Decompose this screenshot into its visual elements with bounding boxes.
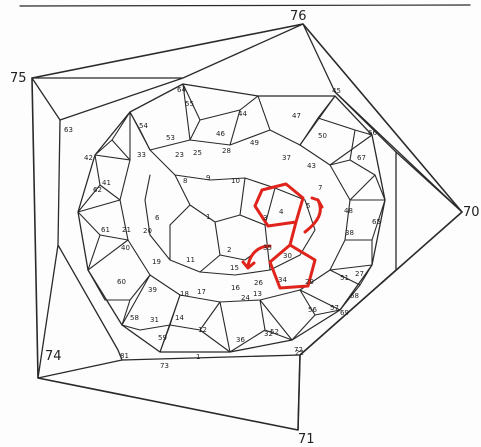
vertex-label: 37 [282,154,291,162]
vertex-label: 26 [254,279,263,287]
vertex-label: 69 [340,309,349,317]
vertex-label: 34 [278,276,287,284]
vertex-label: 81 [120,352,129,360]
vertex-label: 64 [177,86,186,94]
vertex-label: 31 [150,316,159,324]
vertex-label: 18 [180,290,189,298]
vertex-label: 25 [193,149,202,157]
outer-label-top: 76 [290,9,307,24]
vertex-label: 29 [305,278,314,286]
vertex-label: 30 [283,252,292,260]
vertex-label: 15 [230,264,239,272]
vertex-label: 45 [332,87,341,95]
vertex-label: 68 [350,292,359,300]
vertex-label: 43 [307,162,316,170]
vertex-label: 7 [318,184,322,192]
vertex-label: 10 [231,177,240,185]
vertex-label: 8 [183,177,187,185]
vertex-label: 11 [186,256,195,264]
vertex-label: 55 [185,100,194,108]
vertex-label: 72 [294,346,303,354]
vertex-label: 67 [357,154,366,162]
vertex-label: 2 [227,246,231,254]
vertex-label: 54 [139,122,148,130]
outer-label-bottom: 71 [298,432,315,447]
vertex-label: 23 [175,151,184,159]
vertex-label: 52 [270,328,279,336]
vertex-label: 60 [117,278,126,286]
vertex-label: 57 [330,304,339,312]
vertex-label: 39 [148,286,157,294]
vertex-labels: 64 55 44 47 45 63 54 53 46 49 50 43 42 3… [64,86,381,370]
vertex-label: 4 [279,208,284,216]
vertex-label: 63 [64,126,73,134]
vertex-label: 47 [292,112,301,120]
vertex-label: 53 [166,134,175,142]
inner-cells [78,84,385,352]
page-top-rule [20,5,470,6]
outer-label-bottom-left: 74 [45,349,62,364]
highlight-connector [290,222,296,245]
vertex-label: 65 [372,218,381,226]
vertex-label: 62 [93,186,102,194]
vertex-label: 19 [152,258,161,266]
vertex-label: 1 [206,213,210,221]
vertex-label: 48 [344,207,353,215]
outer-label-left: 75 [10,71,27,86]
vertex-label: 41 [102,179,111,187]
vertex-label: 58 [130,314,139,322]
vertex-label: 27 [355,270,364,278]
vertex-label: 5 [306,202,310,210]
vertex-label: 14 [175,314,184,322]
vertex-label: 24 [241,294,250,302]
vertex-label: 17 [197,288,206,296]
vertex-label: 61 [101,226,110,234]
vertex-label: 35 [263,244,272,252]
vertex-label: 13 [253,290,262,298]
vertex-label: 46 [216,130,225,138]
vertex-label: 16 [231,284,240,292]
vertex-label: 36 [236,336,245,344]
outer-pentagon [32,24,462,430]
vertex-label: 49 [250,139,259,147]
vertex-label: 3 [263,214,267,222]
vertex-label: 6 [155,214,160,222]
outer-frame-2 [32,24,462,378]
vertex-label: 38 [345,229,354,237]
vertex-label: 59 [158,334,167,342]
vertex-label: 1 [196,353,200,361]
vertex-label: 73 [160,362,169,370]
vertex-label: 56 [308,306,317,314]
vertex-label: 44 [238,110,247,118]
vertex-label: 28 [222,147,231,155]
vertex-label: 40 [121,244,130,252]
vertex-label: 66 [368,129,377,137]
vertex-label: 21 [122,226,131,234]
vertex-label: 51 [340,274,349,282]
outer-label-right: 70 [463,205,480,220]
vertex-label: 33 [137,151,146,159]
vertex-label: 9 [206,174,210,182]
vertex-label: 42 [84,154,93,162]
vertex-label: 12 [198,326,207,334]
vertex-label: 20 [143,227,152,235]
vertex-label: 50 [318,132,327,140]
